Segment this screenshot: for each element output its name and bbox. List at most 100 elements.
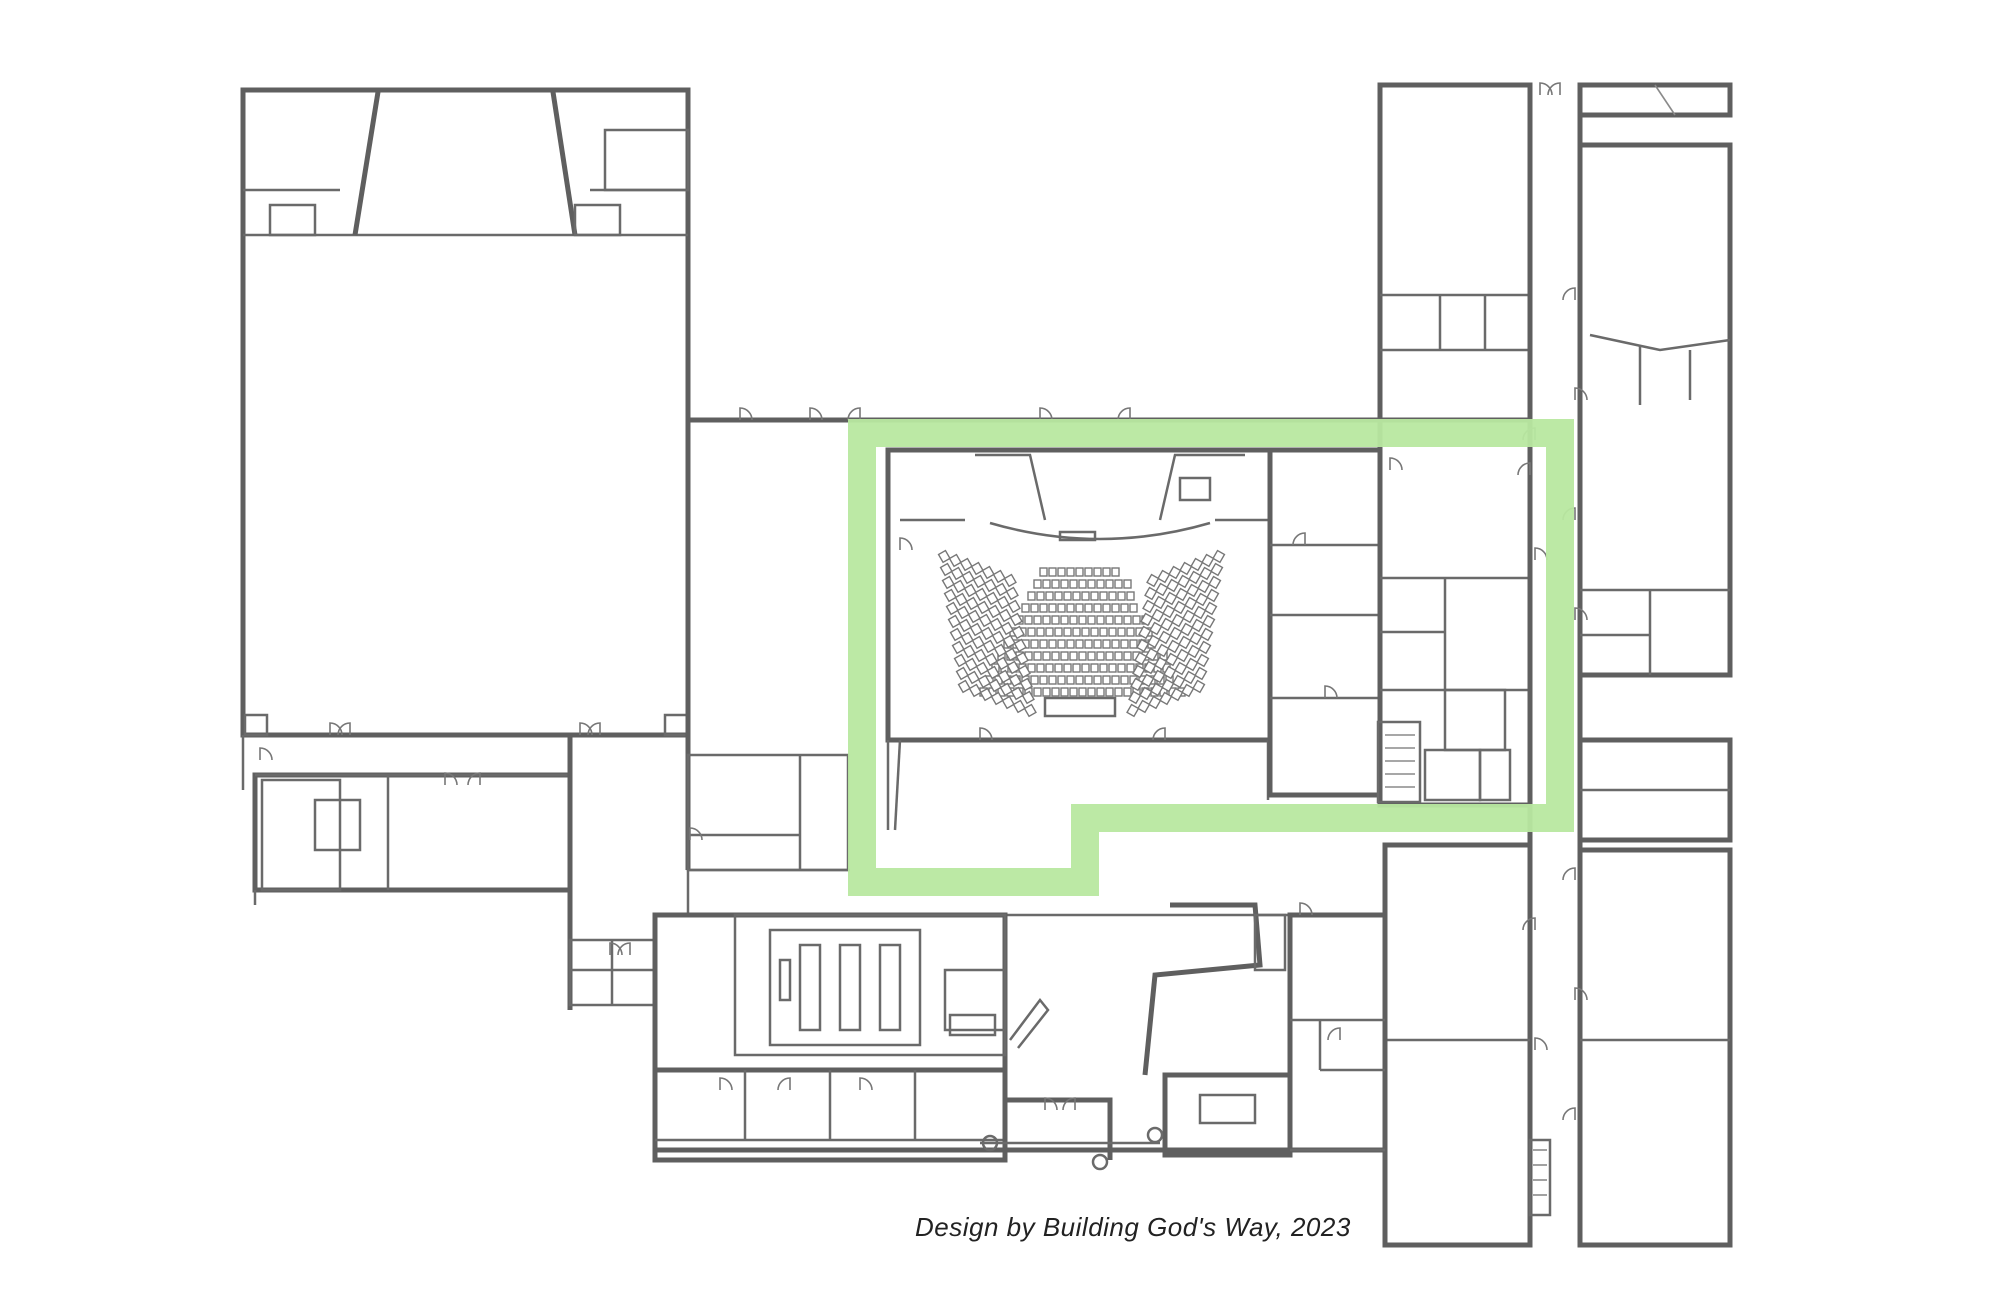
seat <box>961 570 975 585</box>
door-swing <box>899 537 913 551</box>
seat <box>1078 615 1087 625</box>
seat <box>1075 603 1084 613</box>
seat <box>1117 627 1126 637</box>
seat <box>1120 639 1129 649</box>
door-swing <box>1517 462 1531 476</box>
seat <box>1039 567 1048 577</box>
seat <box>1023 703 1037 718</box>
door-swing <box>1539 82 1553 96</box>
seat <box>963 583 977 598</box>
seat <box>1096 651 1105 661</box>
seat <box>1181 683 1195 698</box>
door-swing <box>609 942 623 956</box>
seat <box>982 639 996 654</box>
seat <box>1051 615 1060 625</box>
seat <box>1128 690 1142 705</box>
seat <box>1157 569 1171 584</box>
seat <box>1130 677 1144 692</box>
seat <box>1166 578 1180 593</box>
door-swing <box>847 407 861 421</box>
door-swing <box>809 407 823 421</box>
seat <box>1117 591 1126 601</box>
seat <box>941 575 955 590</box>
seat <box>1060 579 1069 589</box>
seat <box>1072 627 1081 637</box>
seat <box>977 674 991 689</box>
seat <box>998 608 1012 623</box>
seat <box>1159 691 1173 706</box>
seat <box>1075 675 1084 685</box>
seat <box>985 591 999 606</box>
seat <box>992 569 1006 584</box>
door-swing <box>1152 727 1166 741</box>
seat <box>1162 604 1176 619</box>
seat <box>1057 639 1066 649</box>
seat <box>1126 703 1140 718</box>
seat <box>1129 639 1138 649</box>
seat <box>1087 615 1096 625</box>
seat <box>1087 687 1096 697</box>
seat <box>1168 565 1182 580</box>
seat <box>1180 622 1194 637</box>
seat <box>1045 627 1054 637</box>
seat <box>1123 579 1132 589</box>
seat <box>1069 579 1078 589</box>
door-swing <box>1562 287 1576 301</box>
seat <box>1081 663 1090 673</box>
seat <box>1200 627 1214 642</box>
seat <box>1078 651 1087 661</box>
seat <box>968 683 982 698</box>
seat <box>1144 586 1158 601</box>
door-swing <box>1327 1027 1341 1041</box>
seat <box>1090 627 1099 637</box>
seat <box>1006 660 1020 675</box>
seat <box>994 582 1008 597</box>
seat <box>1164 591 1178 606</box>
seat <box>1186 583 1200 598</box>
seat <box>1000 621 1014 636</box>
seat <box>1126 591 1135 601</box>
auditorium-seating-icon <box>937 549 1226 718</box>
door-swing <box>1574 987 1588 1001</box>
seat <box>1036 591 1045 601</box>
seat <box>1114 615 1123 625</box>
seat <box>971 635 985 650</box>
seat <box>960 631 974 646</box>
seat <box>973 648 987 663</box>
seat <box>1024 615 1033 625</box>
seat <box>1066 639 1075 649</box>
seat <box>943 588 957 603</box>
seat <box>965 596 979 611</box>
door-swing <box>1574 607 1588 621</box>
seat <box>1054 663 1063 673</box>
door-swing <box>719 1077 733 1091</box>
seat <box>1084 675 1093 685</box>
seat <box>1187 644 1201 659</box>
seat <box>1007 599 1021 614</box>
seat <box>1167 639 1181 654</box>
seat <box>962 644 976 659</box>
seat <box>1093 567 1102 577</box>
seat <box>1192 679 1206 694</box>
seat <box>1069 615 1078 625</box>
seat <box>1099 663 1108 673</box>
seat <box>1042 615 1051 625</box>
seat <box>1165 652 1179 667</box>
seat <box>1021 603 1030 613</box>
seat <box>1072 663 1081 673</box>
seat <box>980 626 994 641</box>
seat <box>1001 695 1015 710</box>
seat <box>954 592 968 607</box>
seat <box>1027 591 1036 601</box>
seat <box>1015 651 1029 666</box>
seat <box>1174 661 1188 676</box>
seat <box>1123 687 1132 697</box>
seat <box>976 600 990 615</box>
seat <box>1111 639 1120 649</box>
seat <box>1172 674 1186 689</box>
seat <box>1066 567 1075 577</box>
seat <box>1142 599 1156 614</box>
seat <box>1093 603 1102 613</box>
door-swing <box>1062 1097 1076 1111</box>
seat <box>1139 686 1153 701</box>
